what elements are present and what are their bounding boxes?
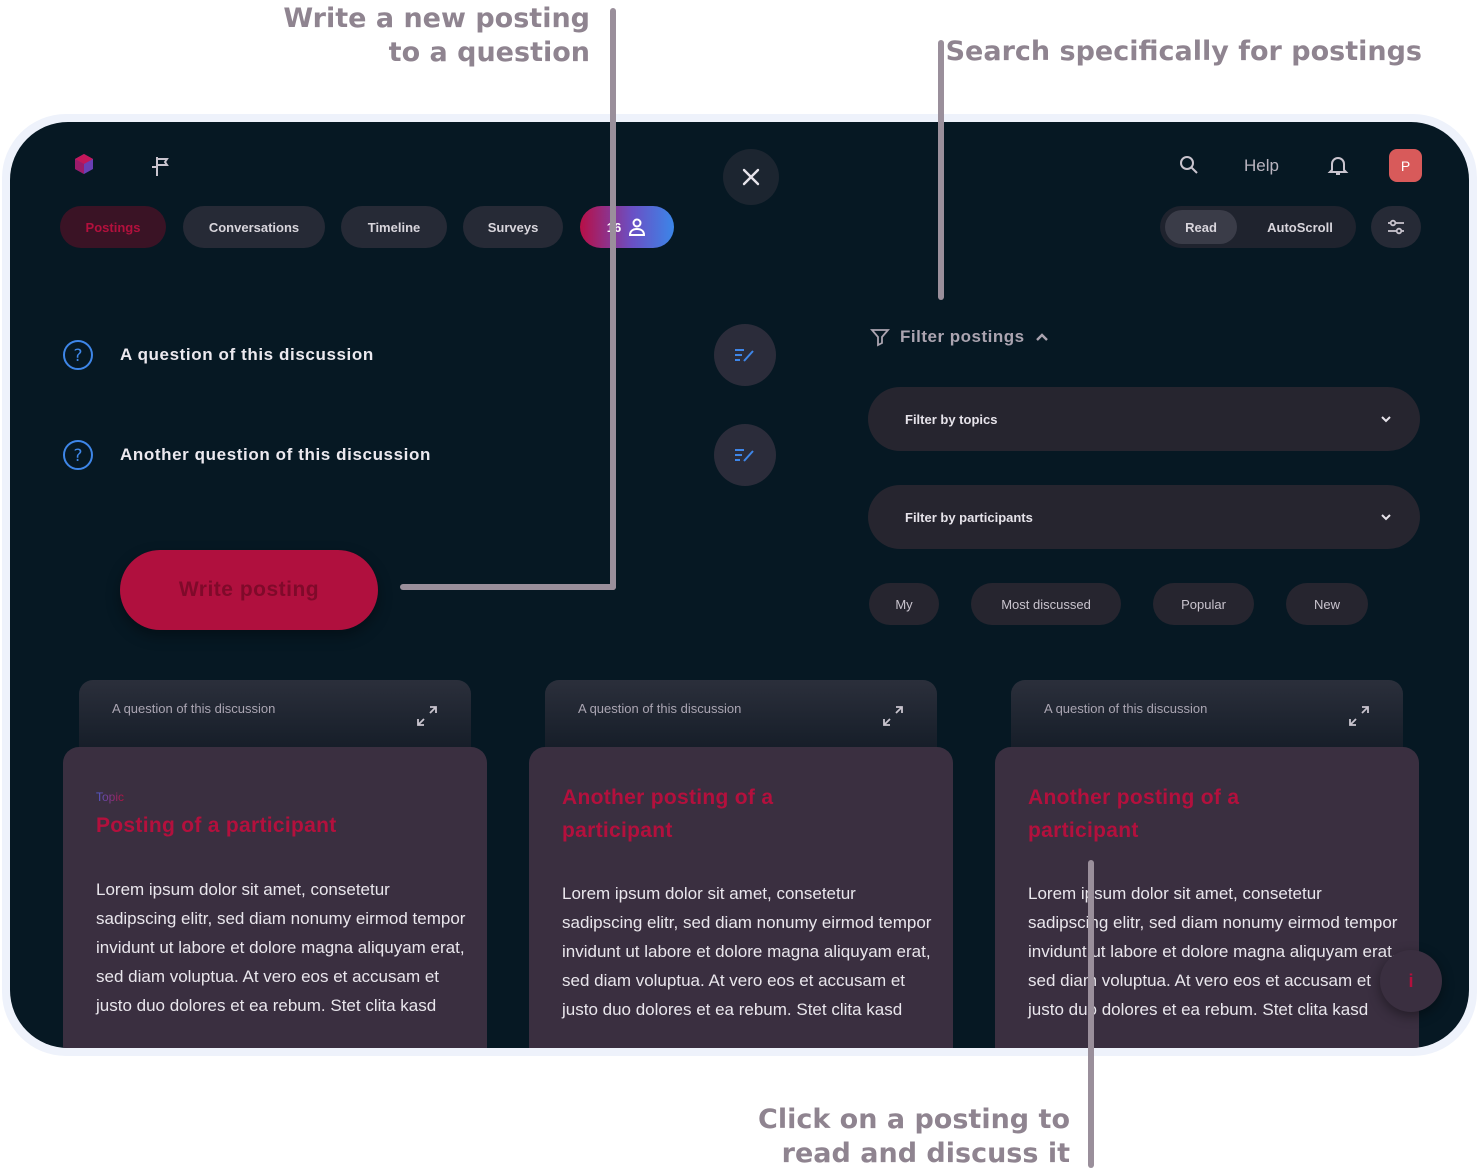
chevron-down-icon xyxy=(1381,514,1391,521)
card-title: Another posting of a participant xyxy=(1028,786,1240,842)
card-topic: Topic xyxy=(96,790,125,804)
card-question-text: A question of this discussion xyxy=(112,701,276,716)
app-screen: Help P Postings Conversations Timeline S… xyxy=(10,122,1469,1048)
help-link[interactable]: Help xyxy=(1244,156,1279,175)
question-text: Another question of this discussion xyxy=(120,445,431,464)
chip-my[interactable]: My xyxy=(869,583,939,625)
callout-click-posting: Click on a posting to read and discuss i… xyxy=(758,1104,1070,1169)
tab-surveys[interactable]: Surveys xyxy=(463,206,563,248)
chevron-down-icon xyxy=(1381,416,1391,423)
filter-heading: Filter postings xyxy=(900,327,1025,346)
topic-filter-select[interactable]: Filter by topics xyxy=(868,387,1420,451)
search-icon[interactable] xyxy=(1177,153,1201,177)
tab-postings[interactable]: Postings xyxy=(60,206,166,248)
svg-text:?: ? xyxy=(73,446,82,466)
close-button[interactable] xyxy=(723,149,779,205)
app-logo-icon xyxy=(75,154,93,174)
bell-icon[interactable] xyxy=(1326,153,1350,177)
chevron-up-icon xyxy=(1035,333,1048,341)
card-body: Lorem ipsum dolor sit amet, consetetur s… xyxy=(562,884,932,1019)
topic-filter-label: Filter by topics xyxy=(905,411,998,427)
participant-filter-label: Filter by participants xyxy=(905,509,1033,525)
expand-icon xyxy=(883,706,903,726)
card-title: Posting of a participant xyxy=(96,814,337,837)
participant-filter-select[interactable]: Filter by participants xyxy=(868,485,1420,549)
question-icon: ? xyxy=(63,440,93,470)
edit-list-icon xyxy=(735,449,754,462)
card-question-header[interactable]: A question of this discussion xyxy=(545,680,937,754)
posting-card[interactable]: Another posting of a participant Lorem i… xyxy=(995,747,1419,1048)
avatar[interactable]: P xyxy=(1389,149,1422,182)
write-to-question-button[interactable] xyxy=(714,424,776,486)
write-posting-button[interactable]: Write posting xyxy=(120,550,378,630)
tab-conversations[interactable]: Conversations xyxy=(183,206,325,248)
question-text: A question of this discussion xyxy=(120,345,374,364)
chip-most-discussed[interactable]: Most discussed xyxy=(971,583,1121,625)
card-body: Lorem ipsum dolor sit amet, consetetur s… xyxy=(1028,884,1398,1019)
posting-card[interactable]: Another posting of a participant Lorem i… xyxy=(529,747,953,1048)
callout-line xyxy=(938,40,944,300)
question-item[interactable]: ? Another question of this discussion xyxy=(62,438,431,472)
card-title: Another posting of a participant xyxy=(562,786,774,842)
toggle-read[interactable]: Read xyxy=(1165,210,1237,244)
callout-search-postings: Search specifically for postings xyxy=(945,36,1422,67)
card-body: Lorem ipsum dolor sit amet, consetetur s… xyxy=(96,880,466,1015)
write-to-question-button[interactable] xyxy=(714,324,776,386)
callout-line xyxy=(1088,860,1094,1168)
settings-button[interactable] xyxy=(1371,206,1421,248)
info-fab-button[interactable]: i xyxy=(1380,950,1442,1012)
signpost-icon[interactable] xyxy=(148,154,172,178)
posting-card[interactable]: Topic Posting of a participant Lorem ips… xyxy=(63,747,487,1048)
svg-text:?: ? xyxy=(73,346,82,366)
toggle-autoscroll[interactable]: AutoScroll xyxy=(1267,219,1333,235)
question-icon: ? xyxy=(63,340,93,370)
close-icon xyxy=(742,168,760,186)
filter-toggle[interactable]: Filter postings xyxy=(870,327,1049,347)
view-mode-toggle: Read AutoScroll xyxy=(1160,206,1356,248)
card-question-header[interactable]: A question of this discussion xyxy=(79,680,471,754)
chip-popular[interactable]: Popular xyxy=(1153,583,1254,625)
filter-icon xyxy=(870,329,890,347)
question-item[interactable]: ? A question of this discussion xyxy=(62,338,374,372)
info-icon: i xyxy=(1408,970,1414,991)
participants-badge[interactable]: 16 xyxy=(580,206,674,248)
expand-icon xyxy=(417,706,437,726)
callout-line xyxy=(400,584,616,590)
tab-timeline[interactable]: Timeline xyxy=(341,206,447,248)
expand-icon xyxy=(1349,706,1369,726)
person-icon xyxy=(629,218,646,236)
card-question-text: A question of this discussion xyxy=(578,701,742,716)
card-question-header[interactable]: A question of this discussion xyxy=(1011,680,1403,754)
callout-write-posting: Write a new posting to a question xyxy=(283,3,590,68)
edit-list-icon xyxy=(735,349,754,362)
card-question-text: A question of this discussion xyxy=(1044,701,1208,716)
callout-line xyxy=(610,8,616,590)
sliders-icon xyxy=(1388,219,1404,235)
chip-new[interactable]: New xyxy=(1286,583,1368,625)
